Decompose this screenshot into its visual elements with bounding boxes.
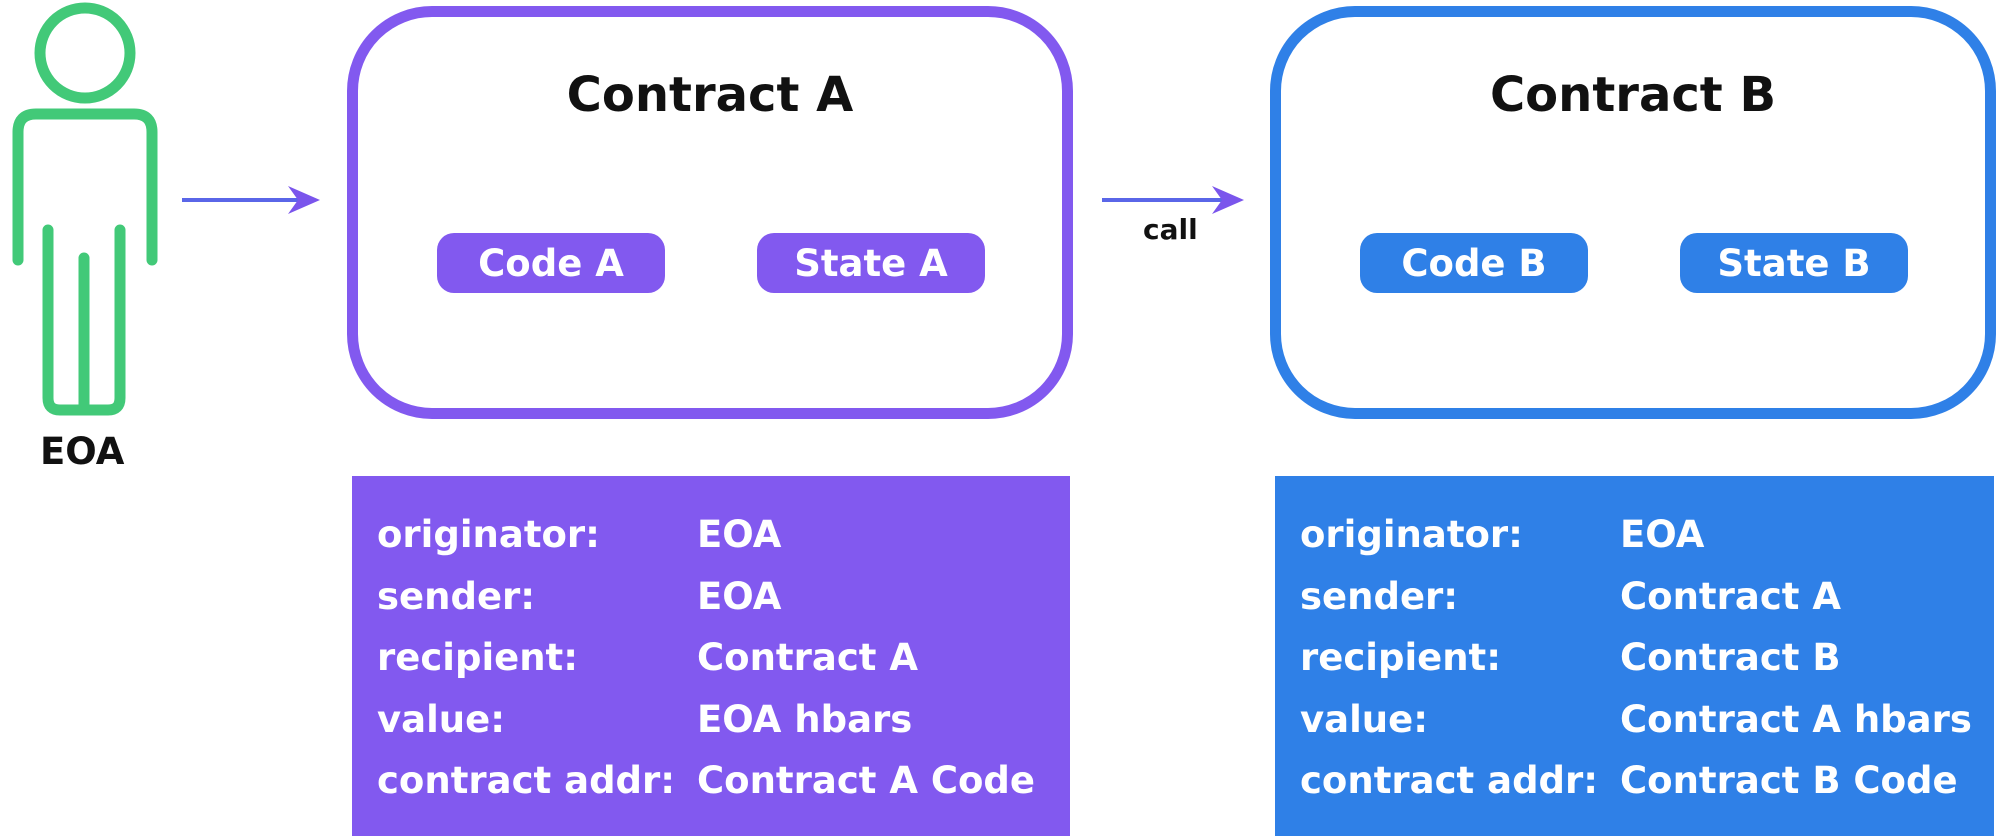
context-value: Contract A	[1620, 574, 1841, 618]
context-row: originator: EOA	[1275, 504, 1994, 566]
arrow-eoa-to-contract-a	[182, 186, 320, 214]
context-row: sender: Contract A	[1275, 566, 1994, 628]
context-key: contract addr:	[1300, 759, 1599, 802]
contract-a-context-panel: originator: EOA sender: EOA recipient: Cont…	[352, 476, 1070, 836]
eoa-person-icon	[12, 2, 158, 416]
contract-b-title: Contract B	[1489, 67, 1777, 123]
contract-b-context-panel: originator: EOA sender: Contract A recipie…	[1275, 476, 1994, 836]
context-value: Contract B Code	[1620, 759, 1958, 802]
context-key: value:	[1300, 697, 1429, 741]
context-key: value:	[377, 697, 506, 741]
context-row: recipient: Contract A	[352, 627, 1070, 689]
call-label: call	[1143, 213, 1198, 246]
contract-b-box: Contract B	[1270, 6, 1996, 419]
context-row: originator: EOA	[352, 504, 1070, 566]
context-row: value: EOA hbars	[352, 689, 1070, 751]
context-row: recipient: Contract B	[1275, 627, 1994, 689]
code-a-pill: Code A	[437, 233, 665, 293]
context-key: recipient:	[377, 636, 579, 679]
context-value: EOA	[697, 513, 782, 556]
code-b-pill: Code B	[1360, 233, 1588, 293]
context-value: Contract A	[697, 636, 918, 679]
state-a-pill: State A	[757, 233, 985, 293]
context-value: EOA	[697, 574, 782, 618]
context-key: originator:	[377, 513, 600, 556]
arrow-call-contract-a-to-b	[1102, 186, 1244, 214]
eoa-label: EOA	[40, 430, 125, 473]
context-key: contract addr:	[377, 759, 676, 802]
context-key: sender:	[377, 574, 536, 618]
context-value: Contract A hbars	[1620, 697, 1972, 741]
context-value: Contract B	[1620, 636, 1841, 679]
context-row: value: Contract A hbars	[1275, 689, 1994, 751]
context-value: Contract A Code	[697, 759, 1035, 802]
context-key: sender:	[1300, 574, 1459, 618]
contract-a-title: Contract A	[566, 67, 854, 123]
state-b-pill: State B	[1680, 233, 1908, 293]
context-key: recipient:	[1300, 636, 1502, 679]
contract-a-box: Contract A	[347, 6, 1073, 419]
context-key: originator:	[1300, 513, 1523, 556]
context-row: sender: EOA	[352, 566, 1070, 628]
context-row: contract addr: Contract B Code	[1275, 750, 1994, 812]
context-value: EOA hbars	[697, 697, 913, 741]
context-row: contract addr: Contract A Code	[352, 750, 1070, 812]
context-value: EOA	[1620, 513, 1705, 556]
